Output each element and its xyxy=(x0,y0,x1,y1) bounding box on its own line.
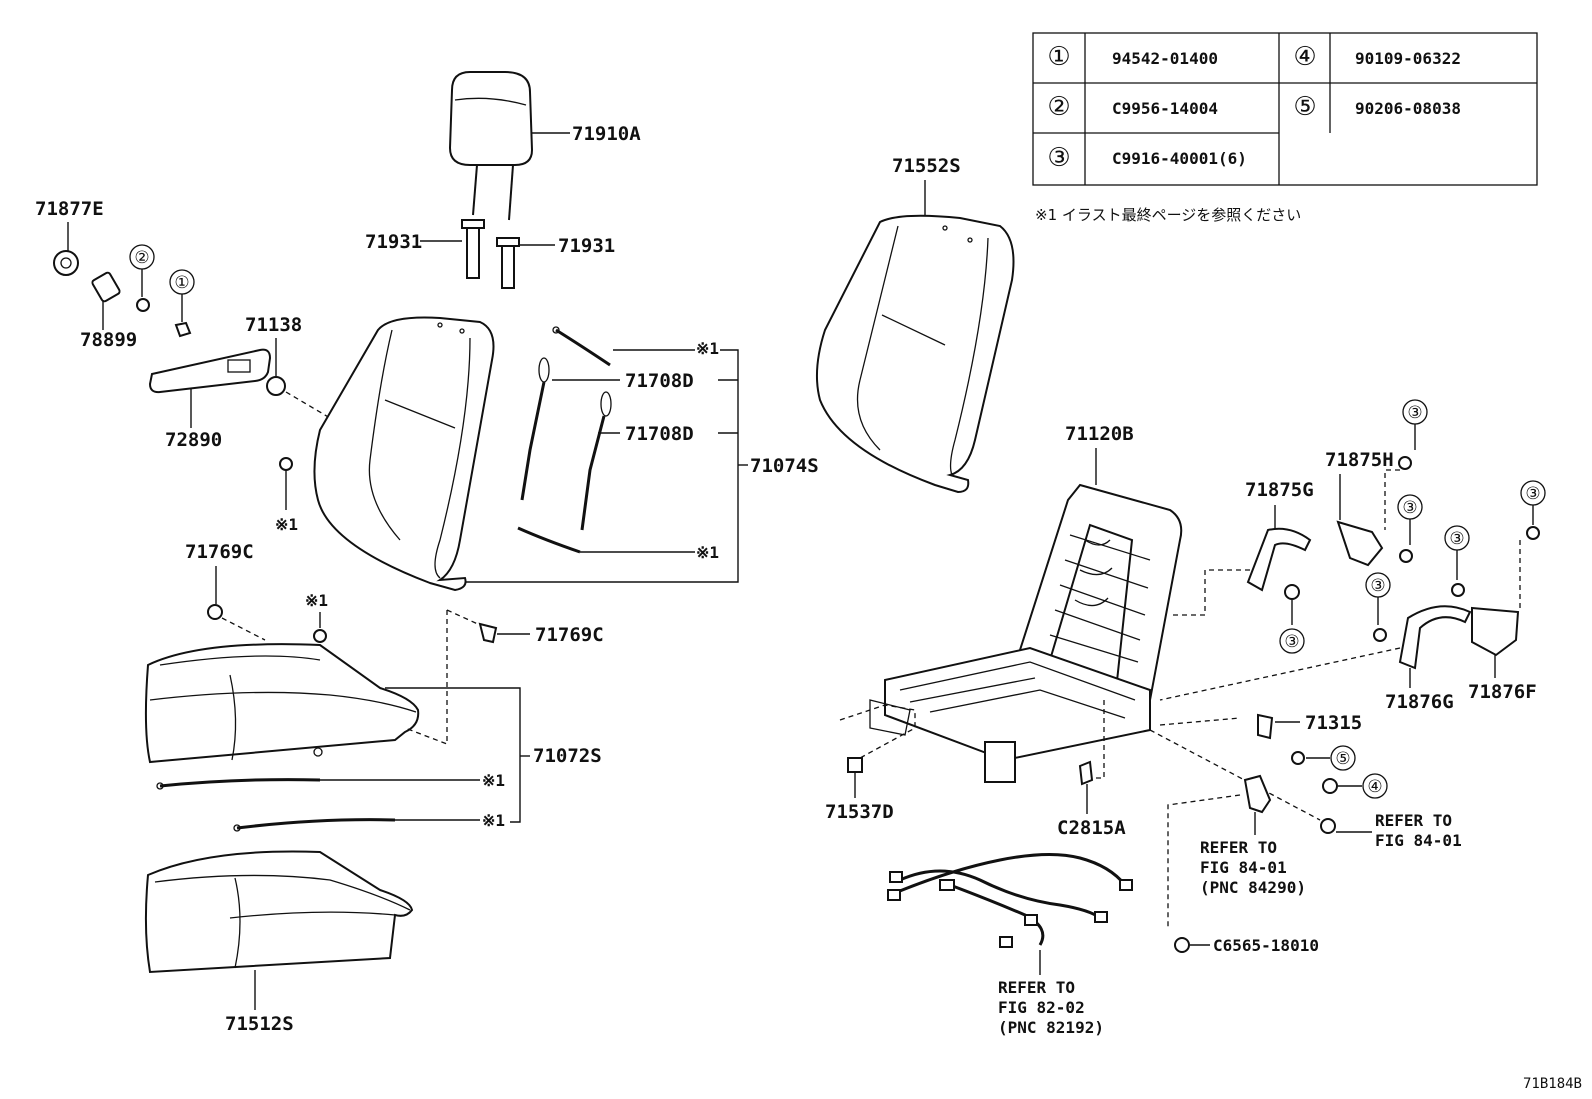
callout-4: ④ xyxy=(1367,777,1382,797)
figure-id: 71B184B xyxy=(1523,1076,1582,1092)
legend-code-4: 90109-06322 xyxy=(1355,49,1461,68)
marker-ref1-d: ※1 xyxy=(305,591,328,610)
seat-frame xyxy=(869,483,1183,783)
clip-C6565 xyxy=(1174,937,1190,953)
marker-ref1-b: ※1 xyxy=(696,339,719,358)
switch-78899 xyxy=(91,271,121,303)
seatback-pad xyxy=(816,214,1015,494)
refer-82-line1: REFER TO xyxy=(998,978,1075,997)
cap-71537D xyxy=(847,757,863,773)
marker-ref1-c: ※1 xyxy=(696,543,719,562)
legend-table: ① ② ③ ④ ⑤ 94542-01400 C9956-14004 C9916-… xyxy=(1032,32,1538,186)
bracket-71315 xyxy=(1257,713,1274,740)
legend-key-5: ⑤ xyxy=(1293,92,1316,122)
legend-key-4: ④ xyxy=(1293,42,1316,72)
label-C2815A: C2815A xyxy=(1057,817,1126,839)
label-71315: 71315 xyxy=(1305,712,1362,734)
label-71552S: 71552S xyxy=(892,155,961,177)
callout-3-e: ③ xyxy=(1370,576,1385,596)
label-71708D-b: 71708D xyxy=(625,423,694,445)
legend-key-3: ③ xyxy=(1047,143,1070,173)
bracket-71875H xyxy=(1336,520,1384,567)
legend-key-1: ① xyxy=(1047,42,1070,72)
refer-84-b-line2: FIG 84-01 xyxy=(1200,858,1287,877)
callout-3-f: ③ xyxy=(1525,484,1540,504)
marker-ref1-f: ※1 xyxy=(482,811,505,830)
callout-3-d: ③ xyxy=(1449,529,1464,549)
callout-3-b: ③ xyxy=(1407,403,1422,423)
headrest-support-right xyxy=(496,237,520,289)
wire-harness xyxy=(887,852,1133,948)
label-71876G: 71876G xyxy=(1385,691,1454,713)
callout-1: ① xyxy=(174,273,189,293)
label-71931-left: 71931 xyxy=(365,231,422,253)
bracket-71876F xyxy=(1471,606,1520,657)
callout-3-a: ③ xyxy=(1284,632,1299,652)
headrest-support-left xyxy=(461,219,485,279)
label-71931-right: 71931 xyxy=(558,235,615,257)
clip-C2815A xyxy=(1078,760,1094,786)
legend-key-2: ② xyxy=(1047,92,1070,122)
label-71910A: 71910A xyxy=(572,123,641,145)
label-71512S: 71512S xyxy=(225,1013,294,1035)
label-71876F: 71876F xyxy=(1468,681,1537,703)
label-71877E: 71877E xyxy=(35,198,104,220)
label-72890: 72890 xyxy=(165,429,222,451)
side-cover-72890 xyxy=(148,348,272,394)
seat-cushion-cover xyxy=(144,643,420,764)
refer-82-line3: (PNC 82192) xyxy=(998,1018,1104,1037)
marker-ref1-a: ※1 xyxy=(275,515,298,534)
label-71875G: 71875G xyxy=(1245,479,1314,501)
legend-code-3: C9916-40001(6) xyxy=(1112,149,1247,168)
label-71074S: 71074S xyxy=(750,455,819,477)
label-71769C-left: 71769C xyxy=(185,541,254,563)
marker-ref1-e: ※1 xyxy=(482,771,505,790)
refer-84-a-line1: REFER TO xyxy=(1375,811,1452,830)
legend-code-2: C9956-14004 xyxy=(1112,99,1218,118)
label-71708D-a: 71708D xyxy=(625,370,694,392)
label-71875H: 71875H xyxy=(1325,449,1394,471)
refer-84-b-line3: (PNC 84290) xyxy=(1200,878,1306,897)
legend-note: ※1 イラスト最終ページを参照ください xyxy=(1035,206,1301,224)
label-78899: 78899 xyxy=(80,329,137,351)
refer-84-b-line1: REFER TO xyxy=(1200,838,1277,857)
bracket-71875G xyxy=(1246,527,1312,592)
legend-code-1: 94542-01400 xyxy=(1112,49,1218,68)
refer-82-line2: FIG 82-02 xyxy=(998,998,1085,1017)
wire-71708D-a xyxy=(520,357,550,501)
clip-71769C xyxy=(478,622,498,644)
headrest xyxy=(448,71,534,221)
label-71138: 71138 xyxy=(245,314,302,336)
bracket-71876G xyxy=(1398,605,1472,670)
label-71120B: 71120B xyxy=(1065,423,1134,445)
label-71072S: 71072S xyxy=(533,745,602,767)
callout-3-c: ③ xyxy=(1402,498,1417,518)
wire-71708D-b xyxy=(580,391,612,531)
cap-71138 xyxy=(266,376,286,396)
seatback-cover xyxy=(313,316,495,592)
legend-code-5: 90206-08038 xyxy=(1355,99,1461,118)
bracket-84290 xyxy=(1243,774,1272,814)
seat-cushion-pad xyxy=(144,850,414,974)
label-C6565: C6565-18010 xyxy=(1213,936,1319,955)
knob-71877E xyxy=(53,250,79,276)
callout-2: ② xyxy=(134,248,149,268)
callout-5: ⑤ xyxy=(1335,749,1350,769)
label-71537D: 71537D xyxy=(825,801,894,823)
label-71769C-right: 71769C xyxy=(535,624,604,646)
refer-84-a-line2: FIG 84-01 xyxy=(1375,831,1462,850)
